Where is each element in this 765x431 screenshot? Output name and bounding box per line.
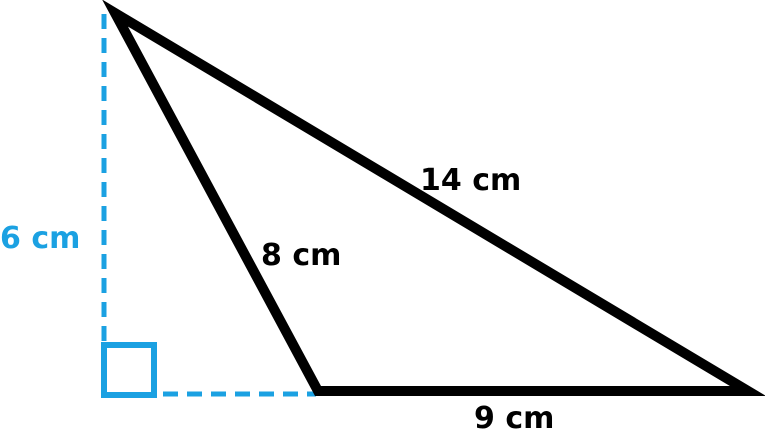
base-label: 9 cm [474, 401, 554, 431]
left-side-label: 8 cm [261, 238, 341, 273]
hypotenuse-label: 14 cm [420, 163, 521, 198]
height-label: 6 cm [0, 221, 80, 256]
right-angle-marker [101, 342, 157, 398]
triangle [102, 0, 765, 396]
